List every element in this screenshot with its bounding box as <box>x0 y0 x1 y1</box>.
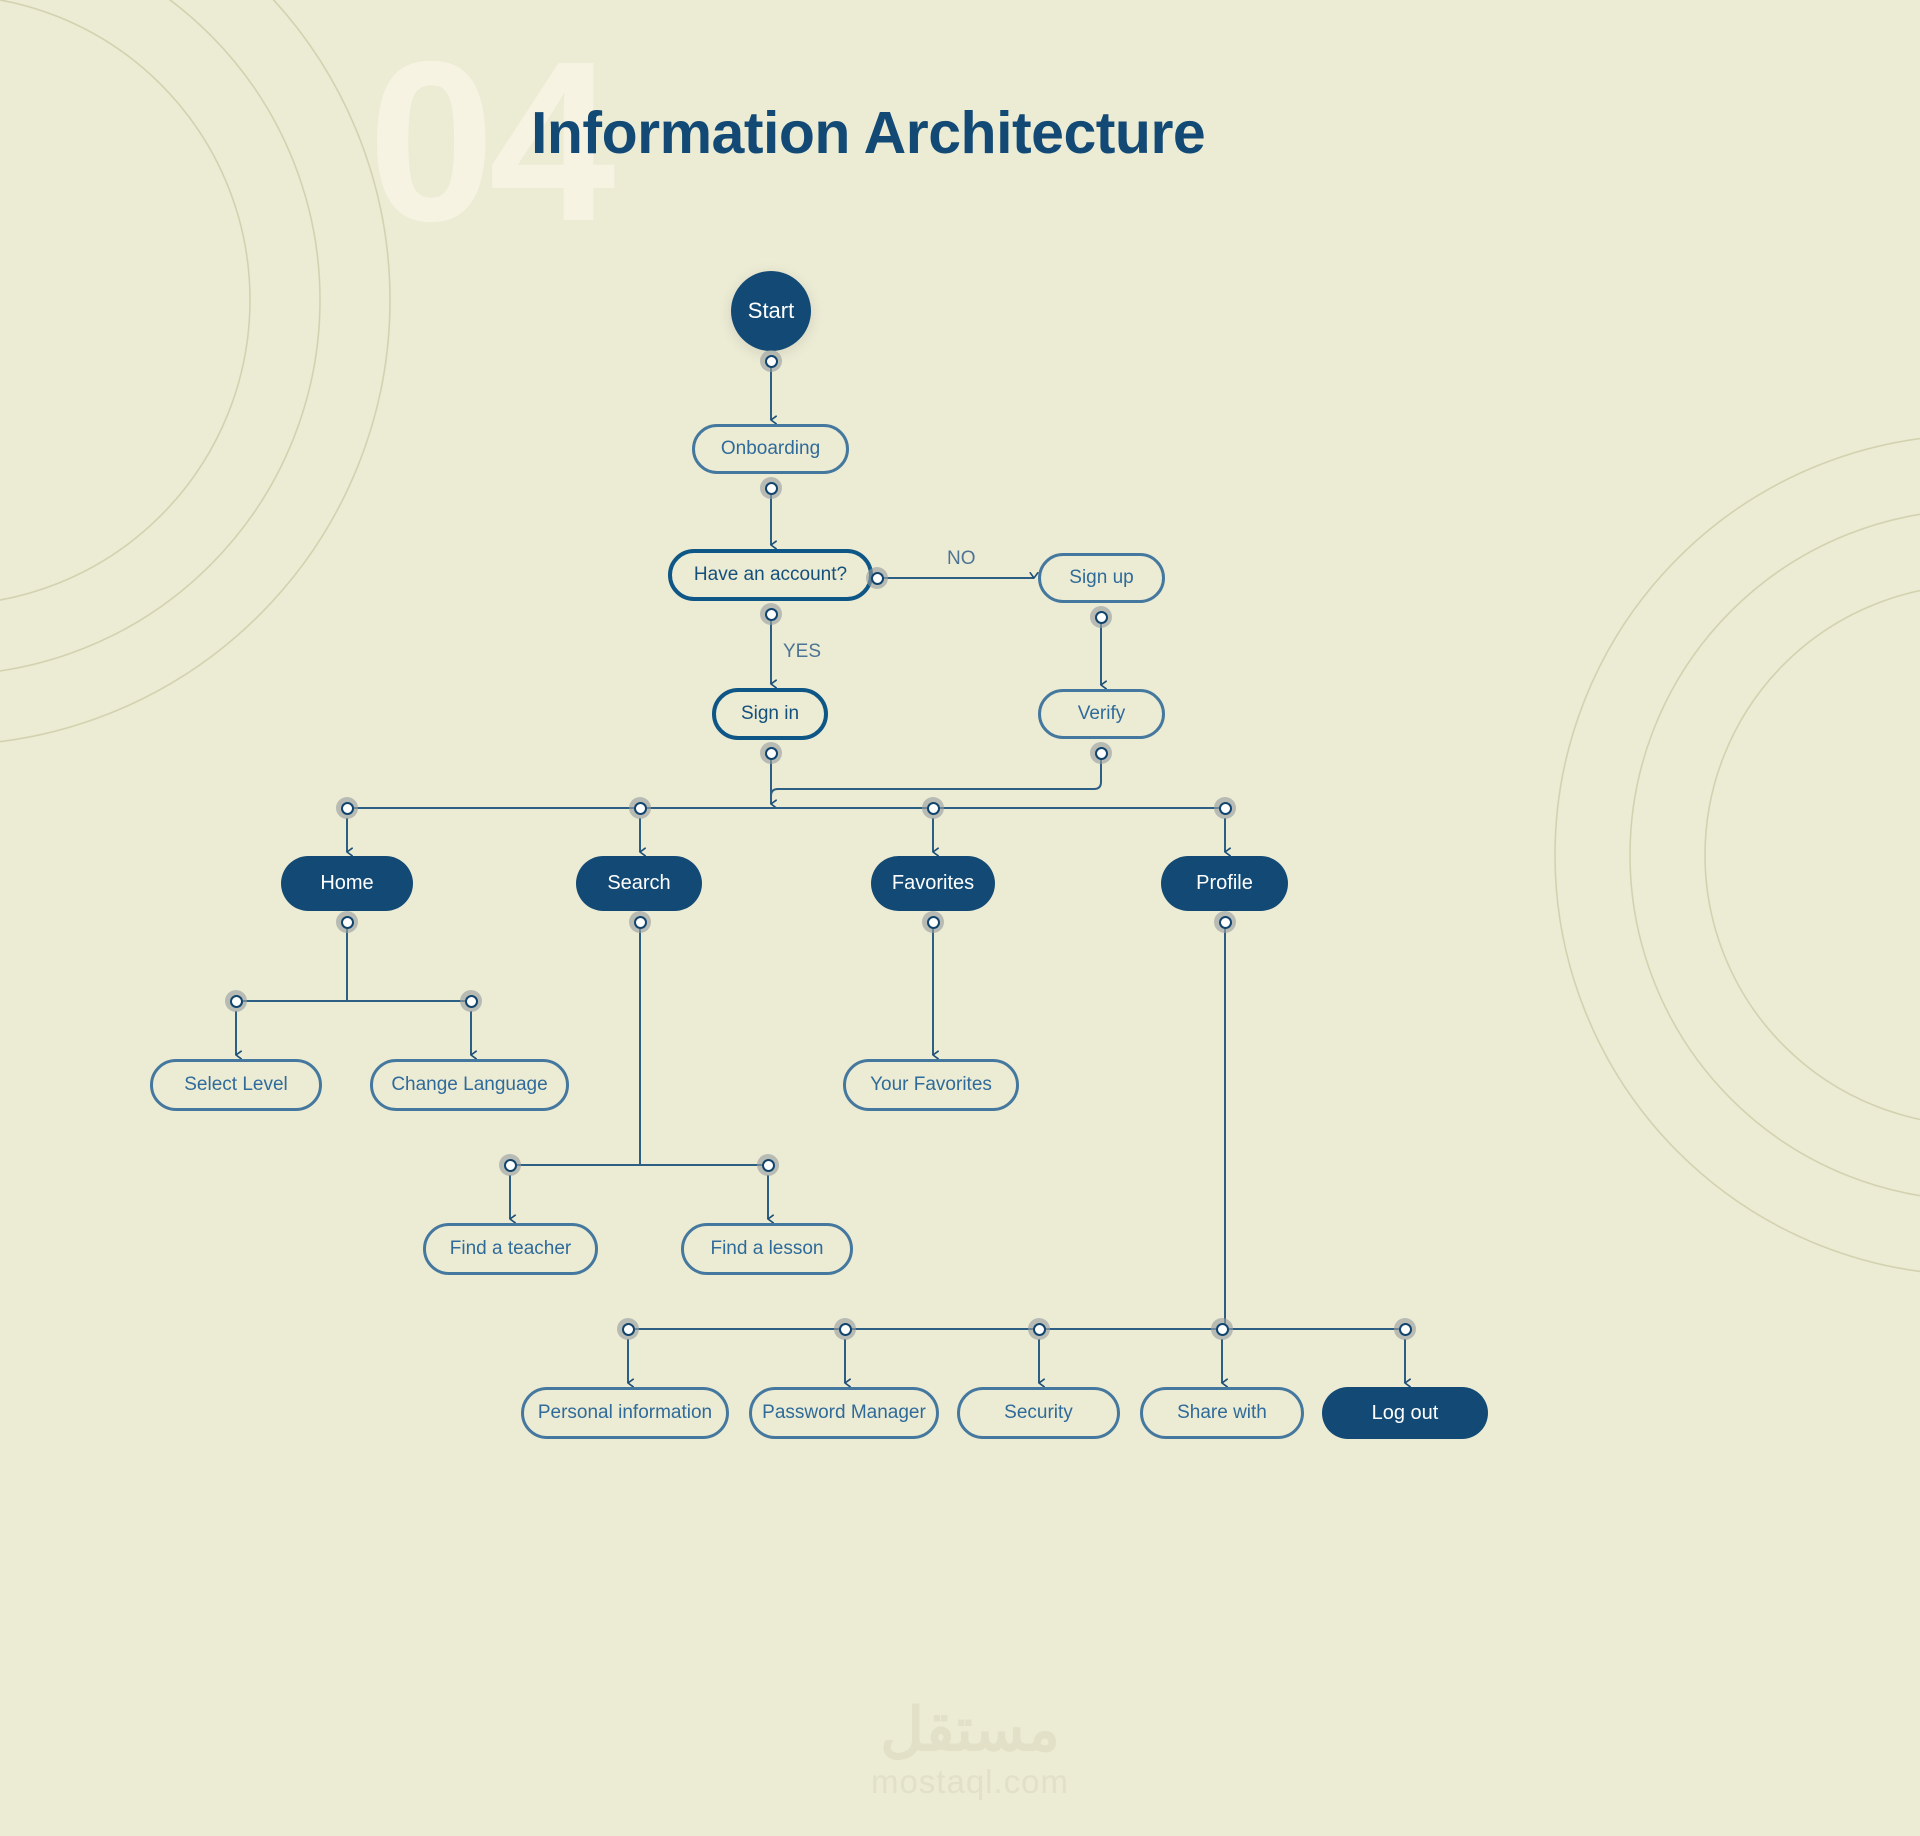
node-label: Sign up <box>1069 567 1134 588</box>
connector-dot-profile-5[interactable] <box>1394 1318 1416 1340</box>
node-profile[interactable]: Profile <box>1161 856 1288 911</box>
edge-label-yes: YES <box>783 641 822 662</box>
watermark: مستقل mostaql.com <box>840 1700 1100 1800</box>
node-label: Your Favorites <box>870 1074 992 1095</box>
node-label: Verify <box>1077 703 1126 724</box>
connector-dot-onboarding-out[interactable] <box>760 477 782 499</box>
node-favorites[interactable]: Favorites <box>871 856 995 911</box>
watermark-text: mostaql.com <box>870 1763 1070 1800</box>
node-home[interactable]: Home <box>281 856 413 911</box>
node-share-with[interactable]: Share with <box>1140 1387 1304 1439</box>
node-verify[interactable]: Verify <box>1038 689 1165 739</box>
connector-dot-profile-out[interactable] <box>1214 911 1236 933</box>
connector-dot-bus-search[interactable] <box>629 797 651 819</box>
node-label: Password Manager <box>762 1402 926 1423</box>
node-label: Have an account? <box>693 564 848 585</box>
connector-dot-have-account-no[interactable] <box>866 567 888 589</box>
connector-dot-profile-3[interactable] <box>1028 1318 1050 1340</box>
connector-dot-verify-out[interactable] <box>1090 742 1112 764</box>
node-label: Start <box>747 298 795 323</box>
node-label: Home <box>320 872 374 894</box>
node-password-manager[interactable]: Password Manager <box>749 1387 939 1439</box>
watermark-mark: مستقل <box>880 1696 1060 1763</box>
node-have-an-account[interactable]: Have an account? <box>668 549 873 601</box>
node-your-favorites[interactable]: Your Favorites <box>843 1059 1019 1111</box>
node-label: Security <box>1004 1402 1073 1423</box>
connector-dot-profile-2[interactable] <box>834 1318 856 1340</box>
connector-dot-sign-in-out[interactable] <box>760 742 782 764</box>
node-label: Onboarding <box>720 438 821 459</box>
slide-number: 04 <box>368 15 616 269</box>
connector-dot-home-out[interactable] <box>336 911 358 933</box>
node-label: Share with <box>1177 1402 1267 1423</box>
node-label: Change Language <box>391 1074 548 1095</box>
connector-dot-sign-up-out[interactable] <box>1090 606 1112 628</box>
node-sign-up[interactable]: Sign up <box>1038 553 1165 603</box>
node-label: Personal information <box>537 1402 713 1423</box>
node-sign-in[interactable]: Sign in <box>712 688 828 740</box>
node-personal-information[interactable]: Personal information <box>521 1387 729 1439</box>
node-find-a-lesson[interactable]: Find a lesson <box>681 1223 853 1275</box>
connector-dot-search-left[interactable] <box>499 1154 521 1176</box>
node-change-language[interactable]: Change Language <box>370 1059 569 1111</box>
node-label: Find a teacher <box>449 1238 572 1259</box>
node-label: Search <box>607 872 671 894</box>
node-start[interactable]: Start <box>731 271 811 351</box>
connector-dot-profile-1[interactable] <box>617 1318 639 1340</box>
node-label: Profile <box>1196 872 1253 894</box>
edge-label-no: NO <box>947 548 976 569</box>
connector-dot-home-left[interactable] <box>225 990 247 1012</box>
connector-dot-bus-favorites[interactable] <box>922 797 944 819</box>
node-search[interactable]: Search <box>576 856 702 911</box>
node-label: Log out <box>1371 1401 1439 1424</box>
node-security[interactable]: Security <box>957 1387 1120 1439</box>
node-log-out[interactable]: Log out <box>1322 1387 1488 1439</box>
connector-dot-start-out[interactable] <box>760 350 782 372</box>
connector-dot-favorites-out[interactable] <box>922 911 944 933</box>
node-label: Sign in <box>740 703 800 724</box>
node-label: Select Level <box>184 1074 288 1095</box>
connector-dot-profile-4[interactable] <box>1211 1318 1233 1340</box>
node-find-a-teacher[interactable]: Find a teacher <box>423 1223 598 1275</box>
node-select-level[interactable]: Select Level <box>150 1059 322 1111</box>
connector-dot-have-account-yes[interactable] <box>760 603 782 625</box>
connector-dot-bus-profile[interactable] <box>1214 797 1236 819</box>
page-title: Information Architecture <box>531 100 1206 166</box>
connector-dot-search-right[interactable] <box>757 1154 779 1176</box>
node-onboarding[interactable]: Onboarding <box>692 424 849 474</box>
connector-dot-search-out[interactable] <box>629 911 651 933</box>
connector-dot-home-right[interactable] <box>460 990 482 1012</box>
node-label: Find a lesson <box>710 1238 824 1259</box>
connector-dot-bus-home[interactable] <box>336 797 358 819</box>
node-label: Favorites <box>891 872 975 894</box>
